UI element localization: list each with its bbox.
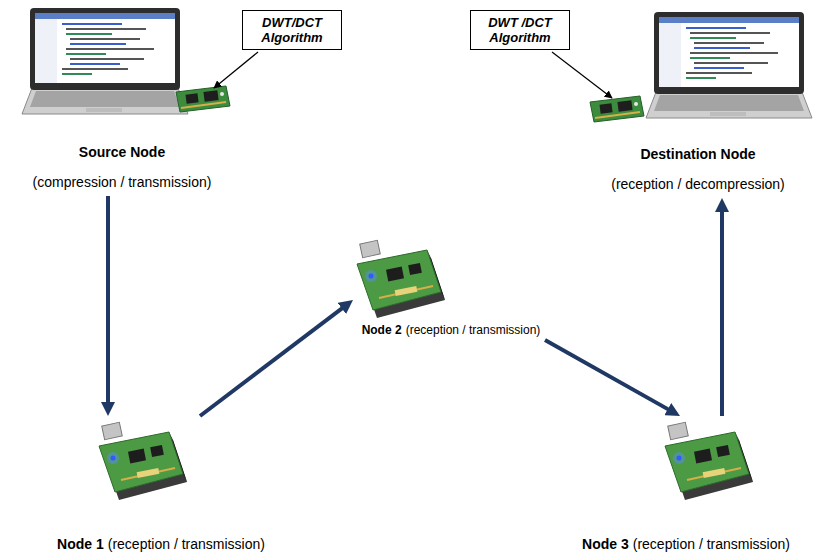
laptop-illustration [646, 12, 812, 118]
flow-arrow [106, 196, 110, 403]
node-role: (reception / transmission) [633, 536, 790, 552]
mote-illustration [665, 422, 753, 500]
node-title: Source Node [79, 144, 165, 160]
relay-node: Node 3(reception / transmission) [556, 416, 816, 554]
flow-arrow [545, 340, 669, 410]
mote-illustration [99, 422, 187, 500]
board-illustration [176, 86, 230, 112]
node-role: (reception / transmission) [406, 324, 541, 338]
algorithm-label: DWT /DCT Algorithm [481, 15, 559, 45]
laptop-illustration [22, 8, 188, 114]
destination-node: Destination Node (reception / decompressi… [584, 8, 812, 198]
mote-illustration [357, 240, 445, 318]
node-role: (reception / decompression) [611, 176, 785, 192]
algorithm-callout: DWT/DCT Algorithm [242, 10, 342, 50]
node-title: Destination Node [640, 146, 755, 162]
board-illustration [590, 96, 644, 122]
algorithm-callout: DWT /DCT Algorithm [470, 10, 570, 50]
leader-line [214, 52, 258, 88]
flow-arrow [720, 211, 724, 416]
flow-arrow [200, 308, 343, 416]
relay-node: Node 1(reception / transmission) [28, 416, 294, 554]
node-role: (reception / transmission) [108, 536, 265, 552]
algorithm-label: DWT/DCT Algorithm [253, 15, 331, 45]
source-node: Source Node (compression / transmission) [8, 8, 236, 196]
node-title: Node 2 [362, 324, 402, 338]
node-title: Node 1 [57, 536, 104, 552]
relay-node: Node 2 (reception / transmission) [353, 236, 549, 340]
node-role: (compression / transmission) [33, 174, 212, 190]
leader-line [552, 52, 612, 98]
node-title: Node 3 [582, 536, 629, 552]
